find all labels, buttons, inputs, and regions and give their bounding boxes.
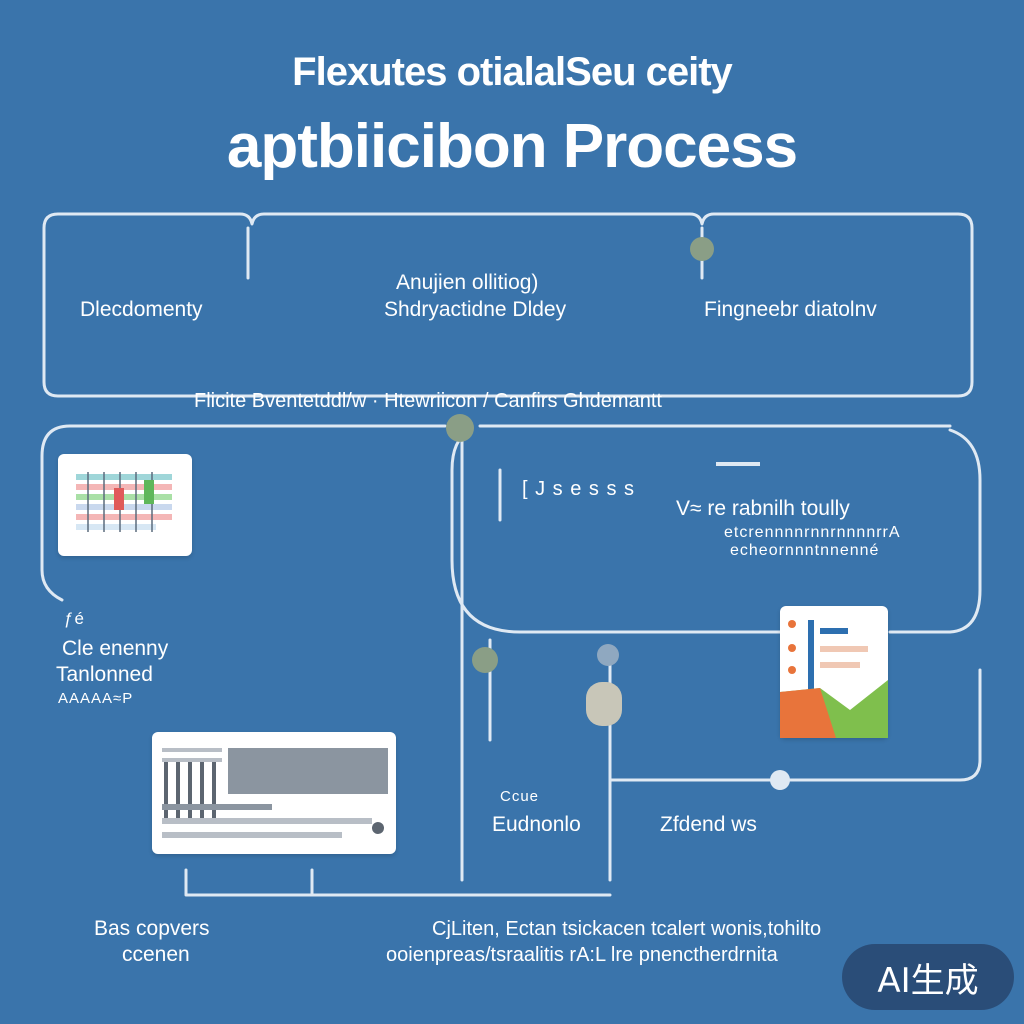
bottom-center-label: Eudnonlo — [492, 813, 581, 836]
middle-right-label-3: echeornnntnnenné — [730, 542, 880, 559]
left-side-label-2: Tanlonned — [56, 663, 153, 686]
bottom-left-label-2: ccenen — [122, 943, 190, 966]
lower-right-box — [608, 668, 982, 782]
title-line-1: Flexutes otialalSeu ceity — [292, 50, 733, 94]
left-bracket — [40, 424, 72, 602]
left-side-label-top: ƒé — [64, 609, 85, 628]
middle-right-box-side — [888, 428, 982, 634]
middle-right-label-2: etcrennnnrnnrnnnnrrA — [724, 524, 901, 541]
table-card — [152, 732, 396, 854]
node-spine-beige — [586, 682, 622, 726]
top-process-box — [42, 212, 974, 398]
ai-generated-watermark: AI生成 — [842, 944, 1014, 1010]
top-left-label: Dlecdomenty — [80, 298, 203, 321]
top-center-label-1: Anujien ollitiog) — [396, 271, 539, 294]
middle-short-dash — [716, 462, 760, 466]
bottom-right-caption-2: ooienpreas/tsraalitis rA:L lre pnencther… — [386, 944, 778, 966]
node-spine-green — [472, 647, 498, 673]
bottom-left-label-1: Bas copvers — [94, 917, 210, 940]
bottom-right-label: Zfdend ws — [660, 813, 757, 836]
document-icon — [780, 620, 888, 738]
left-side-label-3: AAAAA≈P — [58, 690, 134, 707]
top-right-label: Fingneebr diatolnv — [704, 298, 877, 321]
spreadsheet-card — [58, 454, 192, 556]
middle-right-label-1: V≈ re rabnilh toully — [676, 497, 850, 520]
table-icon — [162, 748, 388, 838]
spreadsheet-icon — [76, 472, 172, 532]
document-card — [780, 606, 888, 738]
bottom-center-small: Ccue — [500, 788, 540, 805]
title-line-2: aptbiicibon Process — [226, 112, 798, 181]
bottom-right-caption-1: CjLiten, Ectan tsickacen tcalert wonis,t… — [432, 918, 822, 940]
node-spine-blue — [597, 644, 619, 666]
middle-top-codes: [ J s e s s s — [522, 478, 636, 500]
connector-label: Flicite Bventetddl/w · Htewriicon / Canf… — [194, 390, 662, 412]
top-center-label-2: Shdryactidne Dldey — [384, 298, 567, 321]
bottom-bracket — [184, 868, 612, 897]
node-connector — [446, 414, 474, 442]
node-lower-right — [770, 770, 790, 790]
left-side-label-1: Cle enenny — [62, 637, 169, 660]
node-top-right — [690, 237, 714, 261]
